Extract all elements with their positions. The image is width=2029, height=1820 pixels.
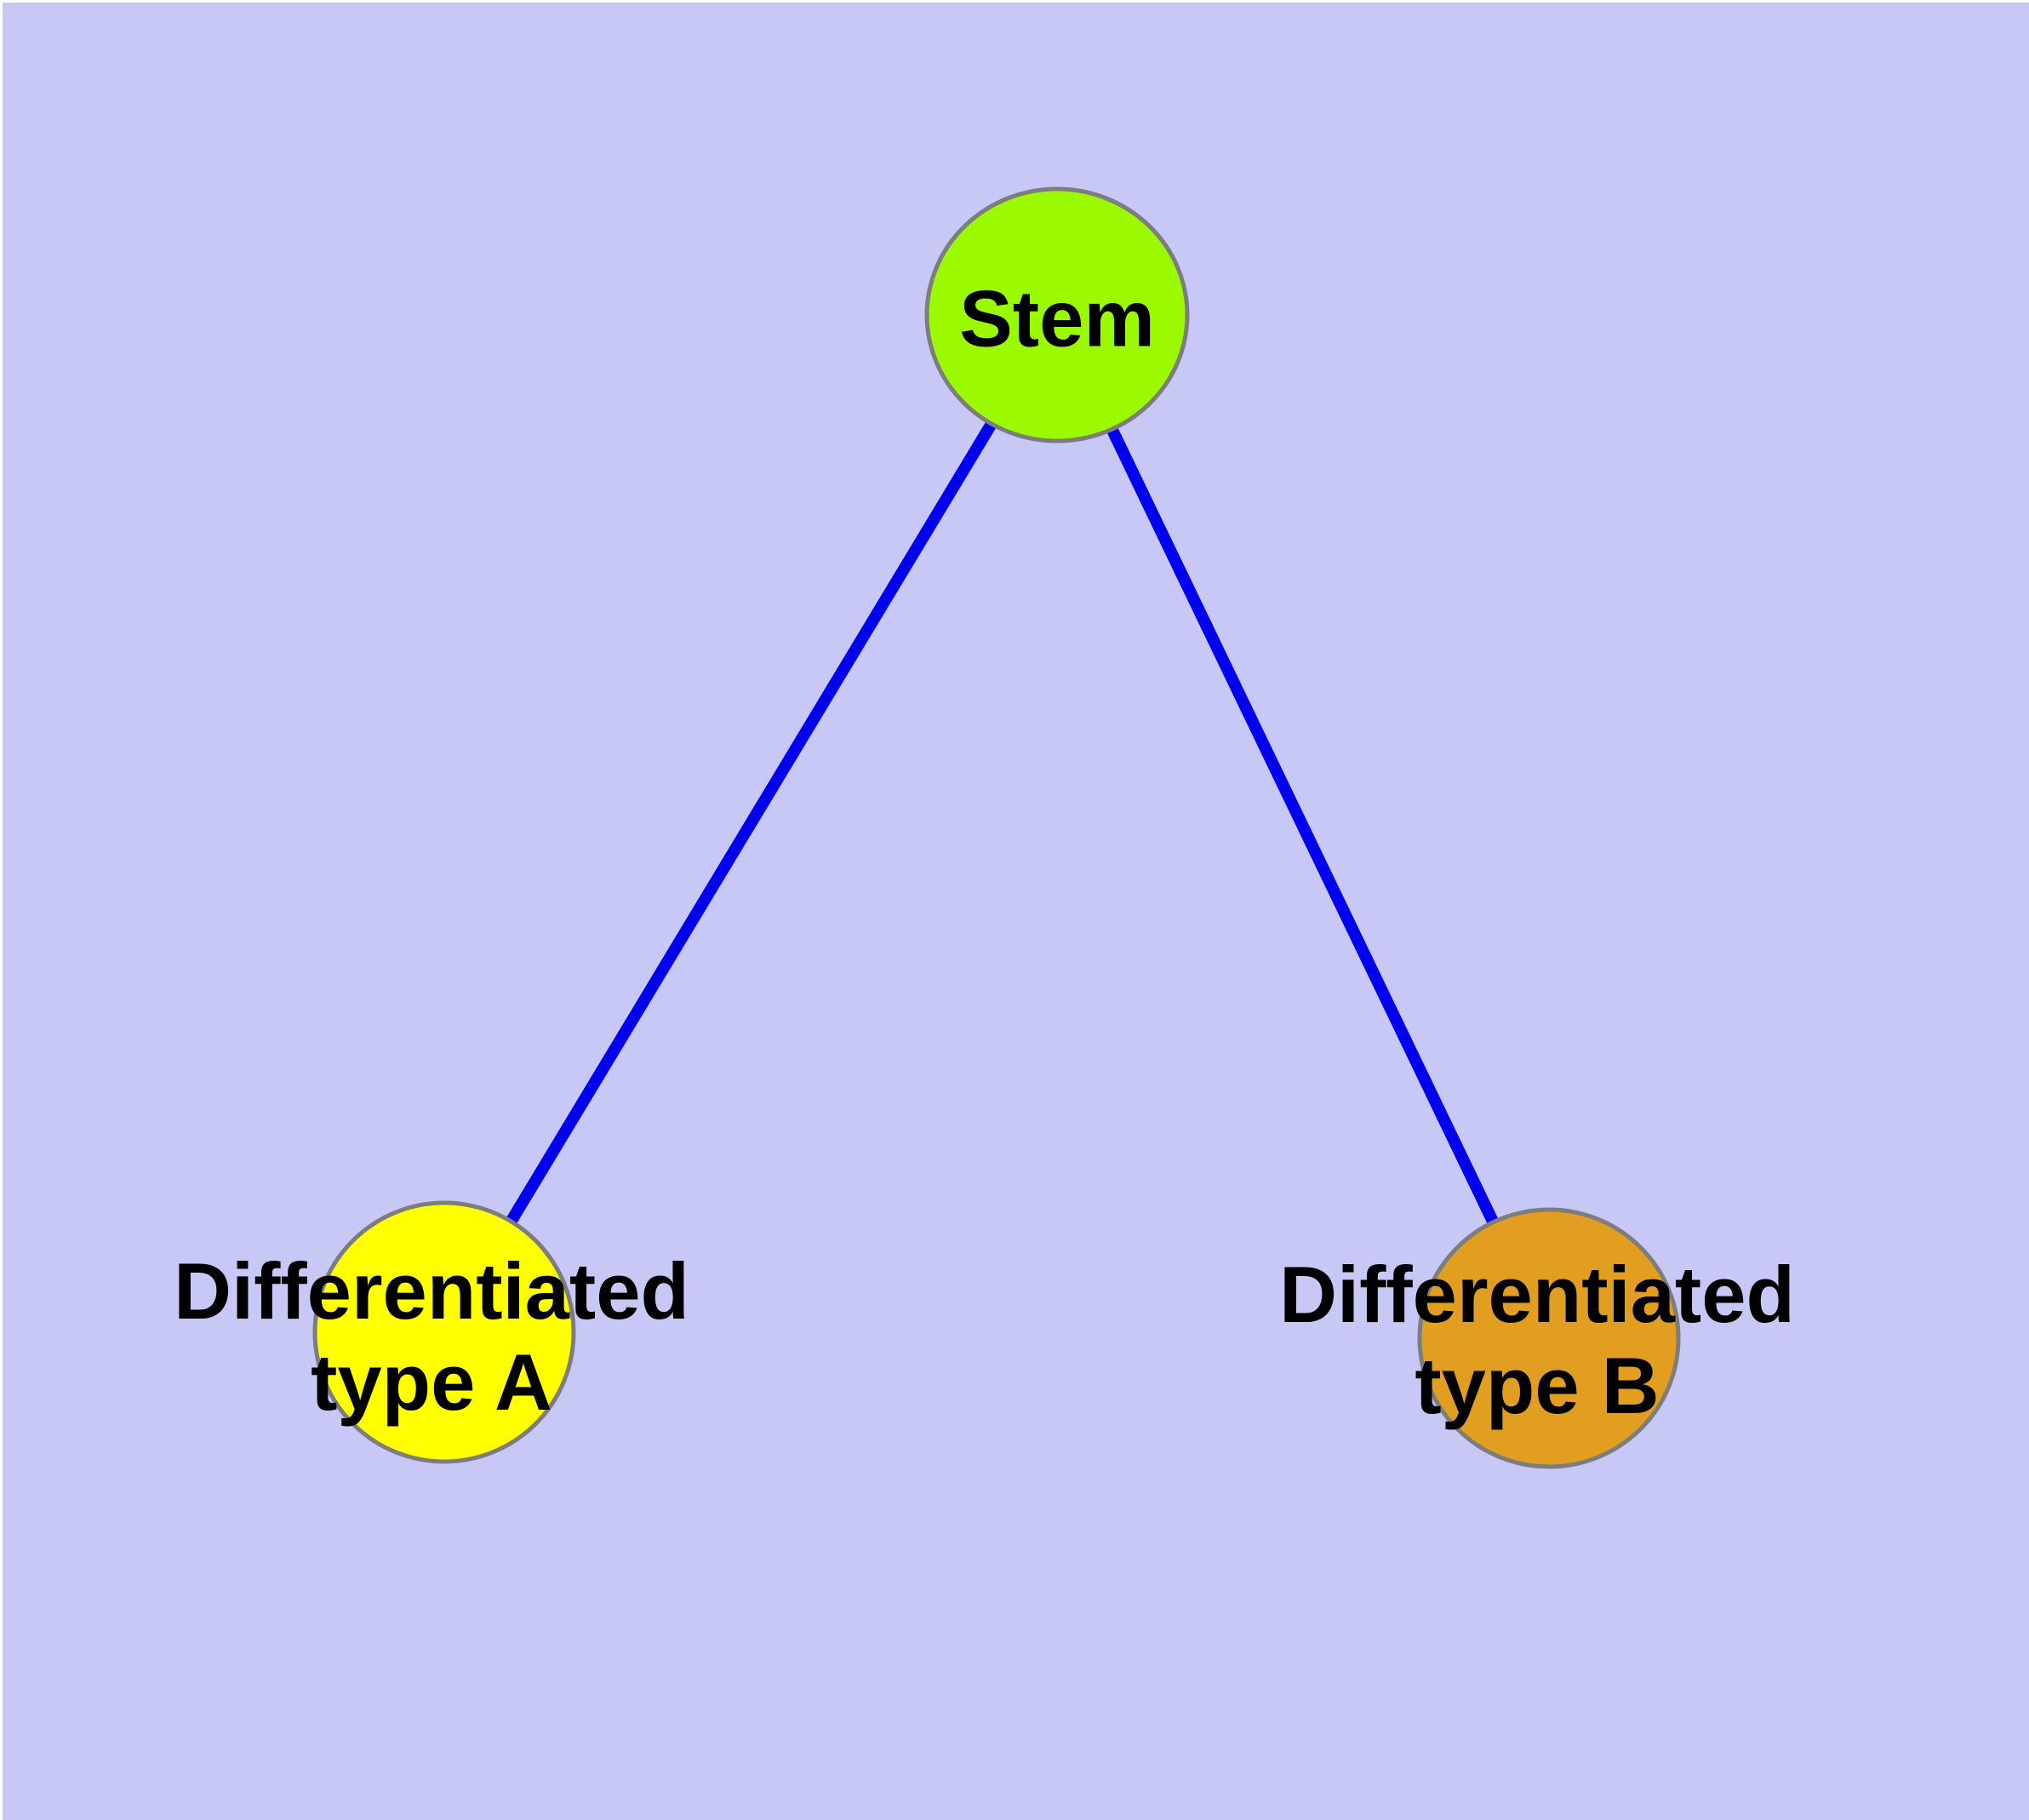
stem-node-circle xyxy=(924,186,1190,444)
edge-stem-to-type-b xyxy=(1051,312,1555,1342)
differentiated-type-b-label-line1: Differentiated xyxy=(1279,1250,1795,1339)
stem-node-label-text: Stem xyxy=(959,273,1155,363)
stem-node-label: Stem xyxy=(959,273,1155,364)
edge-stem-to-type-a xyxy=(439,312,1062,1336)
differentiated-type-b-node-circle xyxy=(1417,1207,1681,1469)
differentiated-type-a-label-line1: Differentiated xyxy=(174,1246,689,1336)
differentiated-type-b-label-line2: type B xyxy=(1415,1341,1660,1430)
differentiated-type-a-label-line2: type A xyxy=(311,1337,552,1427)
differentiated-type-a-node-label: Differentiated type A xyxy=(174,1245,689,1428)
differentiated-type-a-node-circle xyxy=(312,1200,576,1464)
differentiated-type-b-node-label: Differentiated type B xyxy=(1279,1249,1795,1431)
